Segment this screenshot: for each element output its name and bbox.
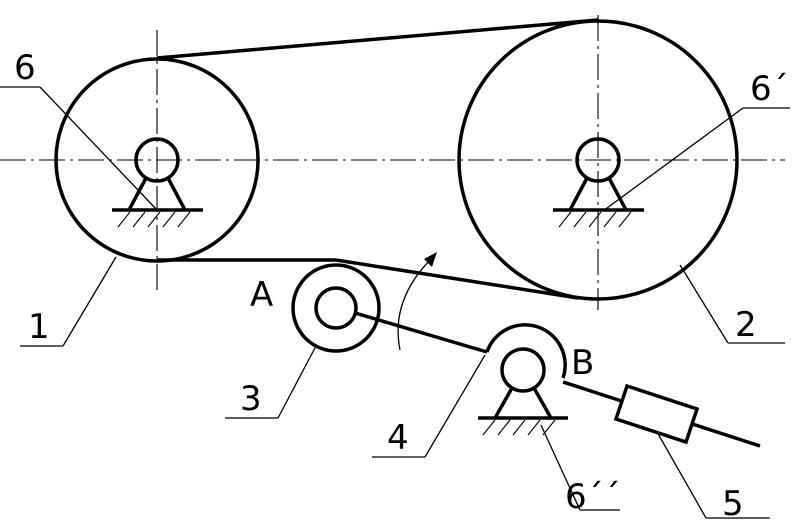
label-point-b: B bbox=[571, 343, 594, 383]
pulley-1 bbox=[54, 57, 260, 263]
pivot-support-icon bbox=[478, 387, 568, 420]
pulley-2 bbox=[457, 19, 739, 301]
idler-roller-3 bbox=[291, 263, 381, 353]
center-lines bbox=[0, 15, 785, 310]
label-support-right: 6´ bbox=[750, 69, 789, 109]
label-lever: 4 bbox=[387, 418, 409, 458]
weight-5 bbox=[613, 383, 700, 445]
label-weight: 5 bbox=[722, 484, 744, 524]
label-support-left: 6 bbox=[14, 48, 36, 88]
labels: 6 1 A 3 4 6´´ B 5 6´ 2 bbox=[14, 48, 789, 524]
hatched-ground-icon bbox=[117, 211, 191, 228]
label-pulley-driven: 2 bbox=[735, 305, 757, 345]
leader-lines bbox=[0, 86, 790, 519]
label-pulley-drive: 1 bbox=[28, 307, 50, 347]
label-support-lever: 6´´ bbox=[565, 477, 621, 517]
curved-arrow-icon bbox=[397, 252, 437, 351]
hatched-ground-icon bbox=[558, 211, 632, 228]
belt bbox=[156, 18, 599, 300]
pivot-support-icon bbox=[112, 177, 203, 212]
pivot-support-icon bbox=[553, 177, 644, 212]
label-point-a: A bbox=[250, 275, 273, 315]
lever-4 bbox=[354, 311, 761, 448]
label-idler-roller: 3 bbox=[240, 379, 262, 419]
